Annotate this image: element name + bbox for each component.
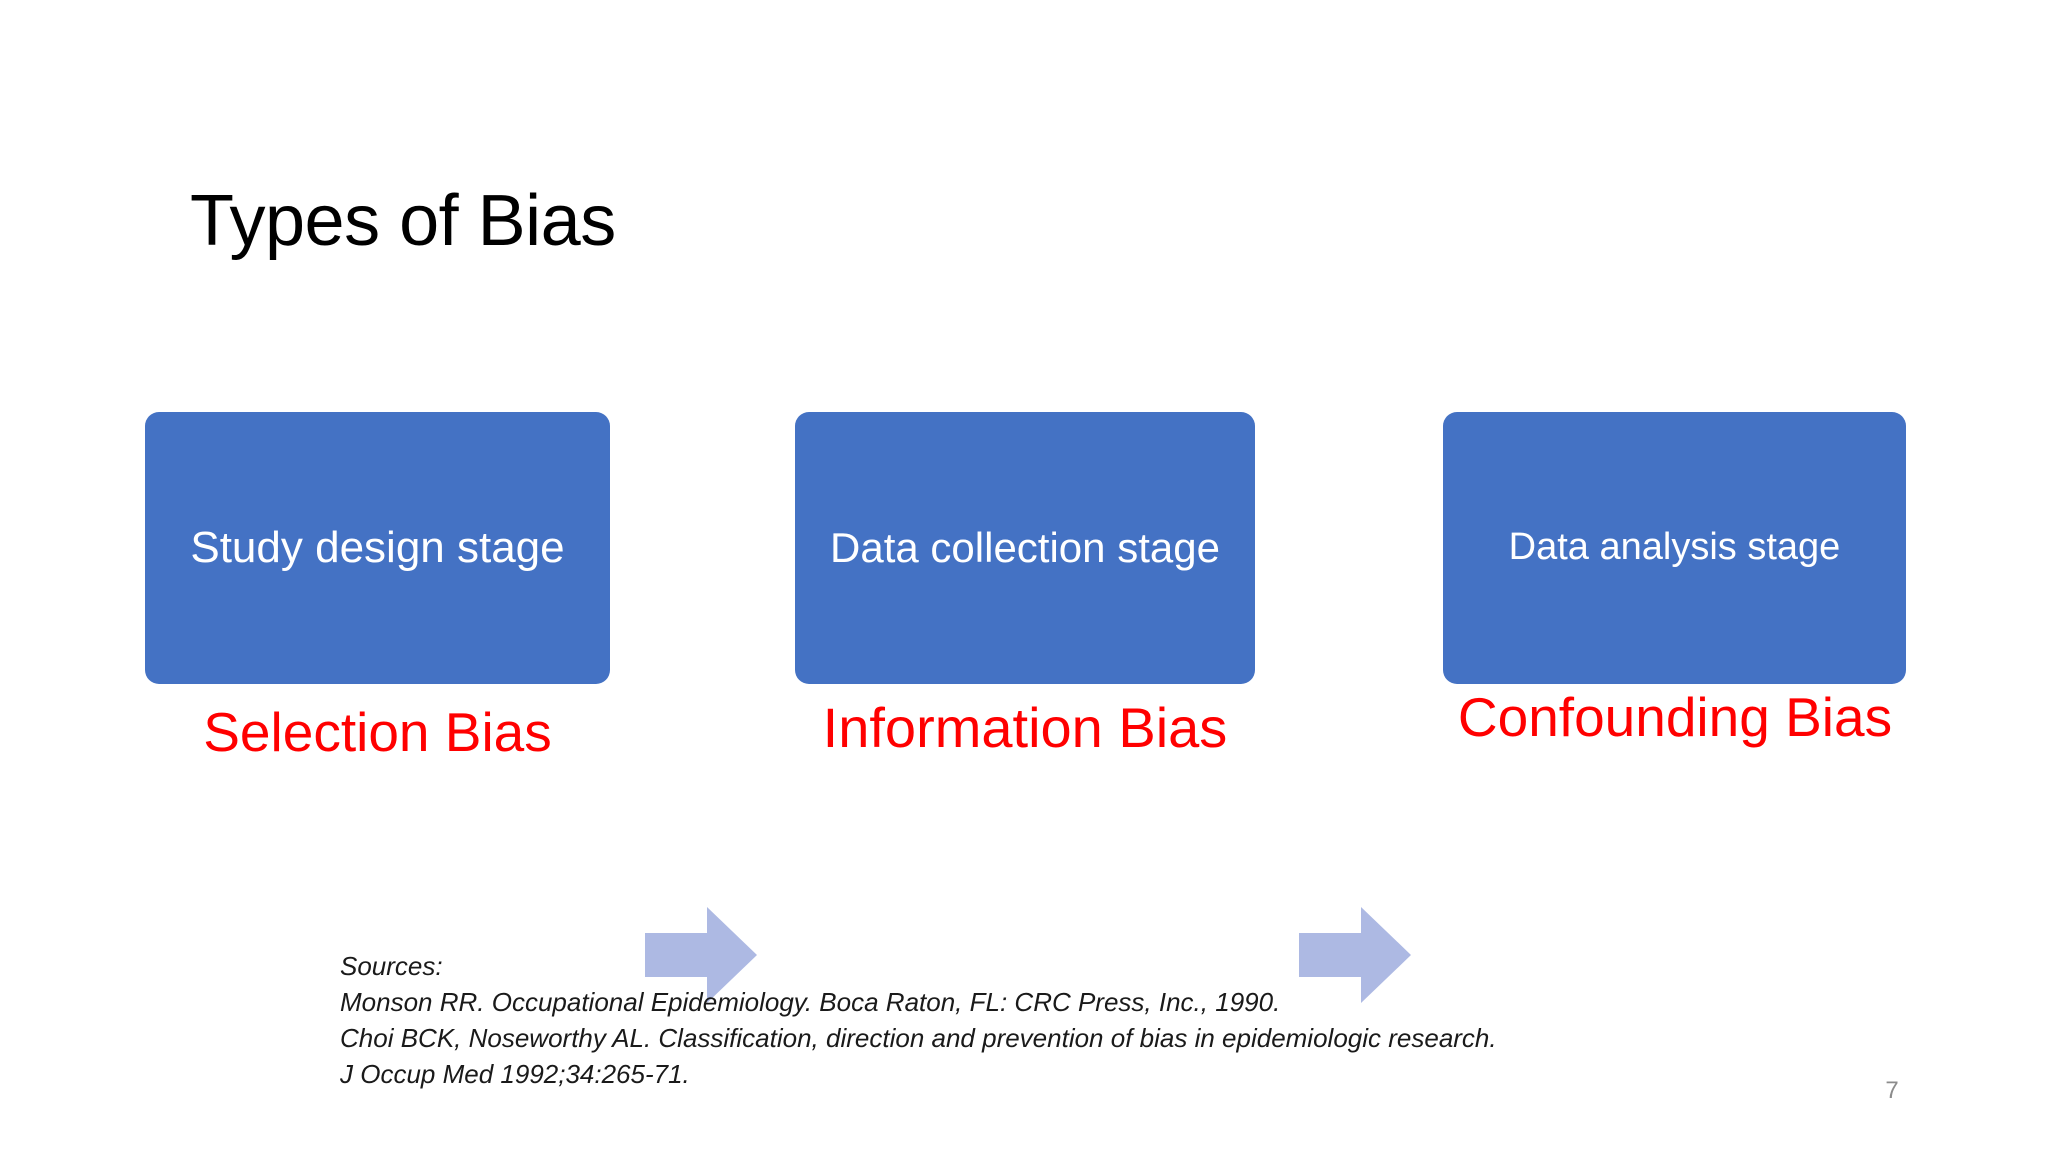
sources-block: Sources: Monson RR. Occupational Epidemi… [340,948,1497,1092]
process-flow: Study design stage Data collection stage… [0,412,2048,1003]
stage-box-label: Study design stage [190,522,565,572]
bias-label-selection: Selection Bias [203,701,552,763]
bias-label-confounding: Confounding Bias [1457,686,1893,748]
stage-box-label: Data analysis stage [1508,526,1841,569]
right-arrow-icon [645,907,757,1003]
sources-line: Choi BCK, Noseworthy AL. Classification,… [340,1023,1497,1053]
stage-box-data-collection: Data collection stage [795,412,1255,684]
stage-box-data-analysis: Data analysis stage [1443,412,1906,684]
page-title: Types of Bias [190,181,616,261]
sources-line: Monson RR. Occupational Epidemiology. Bo… [340,987,1281,1017]
slide-page-number: 7 [1885,1077,1899,1104]
right-arrow-icon [1299,907,1411,1003]
stage-box-study-design: Study design stage [145,412,610,684]
stage-box-label: Data collection stage [830,523,1220,571]
sources-heading: Sources: [340,951,443,981]
sources-line: J Occup Med 1992;34:265-71. [340,1059,690,1089]
bias-label-information: Information Bias [822,696,1228,759]
